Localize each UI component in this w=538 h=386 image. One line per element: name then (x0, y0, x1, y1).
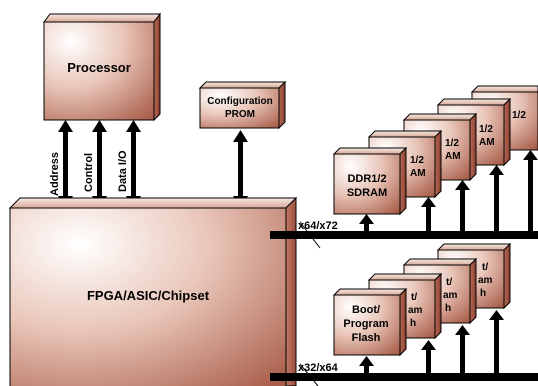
flash-front-label-line3: Flash (352, 332, 381, 344)
ddr-chip-4-frag2: AM (479, 137, 495, 148)
data-io-bus-label: Data I/O (117, 150, 129, 192)
flash-drop-arrows (359, 310, 504, 374)
flash-bus-width-label: x32/x64 (298, 362, 339, 374)
ddr-bus-width-label: x64/x72 (298, 220, 338, 232)
flash-chip-2-frag2: am (408, 305, 423, 316)
ddr-chip-5-frag: 1/2 (512, 110, 526, 121)
flash-chip-1-front: Boot/ Program Flash (332, 287, 408, 357)
config-prom-label-line2: PROM (225, 109, 255, 120)
flash-bus-line (270, 373, 538, 381)
flash-chip-3-frag2: am (443, 290, 458, 301)
flash-chip-4-frag2: am (478, 275, 493, 286)
ddr-front-label-line2: SDRAM (347, 187, 387, 199)
flash-chip-2-frag1: t/ (411, 292, 417, 303)
fpga-label: FPGA/ASIC/Chipset (87, 288, 210, 303)
flash-chip-2-frag3: h (410, 318, 416, 329)
ddr-chip-2-frag2: AM (410, 168, 426, 179)
ddr-bus-line (270, 231, 538, 239)
flash-chip-3-frag1: t/ (446, 277, 452, 288)
ddr-chip-3-frag1: 1/2 (445, 138, 459, 149)
ddr-bus-width-slash (299, 221, 321, 249)
address-bus-label: Address (49, 152, 61, 196)
ddr-sdram-stack: 1/2 1/2 AM 1/2 AM 1/2 AM DDR1/2 (332, 85, 538, 216)
flash-chip-4-frag3: h (480, 288, 486, 299)
processor-label: Processor (67, 60, 131, 75)
config-prom-label-line1: Configuration (207, 96, 273, 107)
flash-bus (270, 310, 538, 386)
flash-bus-width-slash (299, 363, 319, 386)
processor-block: Processor (43, 12, 161, 122)
ddr-chip-4-frag1: 1/2 (479, 124, 493, 135)
ddr-front-label-line1: DDR1/2 (347, 173, 386, 185)
ddr-bus (270, 150, 538, 249)
config-bus-arrow (233, 130, 248, 208)
flash-front-label-line1: Boot/ (352, 304, 380, 316)
flash-stack: t/ am h t/ am h t/ am h Boot/ Program Fl… (332, 242, 512, 357)
flash-front-label-line2: Program (343, 318, 388, 330)
flash-chip-3-frag3: h (445, 303, 451, 314)
config-prom-block: Configuration PROM (198, 80, 287, 130)
flash-chip-4-frag1: t/ (482, 262, 488, 273)
ddr-chip-2-frag1: 1/2 (410, 155, 424, 166)
fpga-block: FPGA/ASIC/Chipset (8, 196, 298, 386)
ddr-drop-arrows (359, 150, 538, 232)
ddr-chip-3-frag2: AM (445, 151, 461, 162)
ddr-chip-1-front: DDR1/2 SDRAM (332, 146, 408, 216)
control-bus-label: Control (83, 153, 95, 192)
